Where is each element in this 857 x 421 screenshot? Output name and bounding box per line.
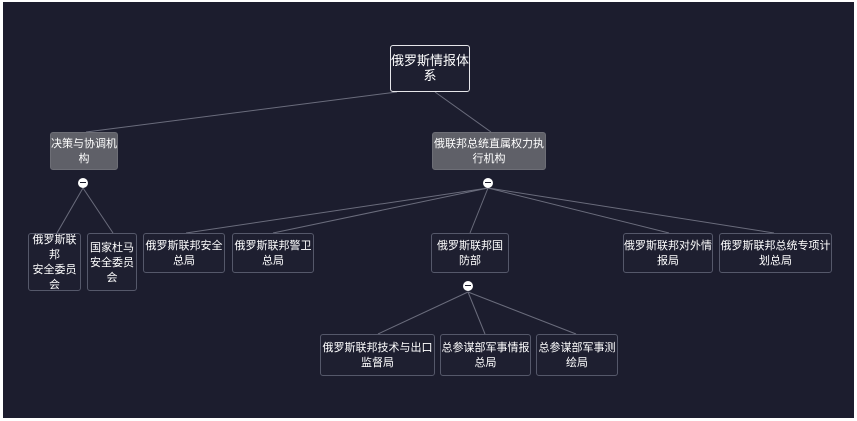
edge-decision-security-council xyxy=(56,187,84,234)
edge-defense-topography xyxy=(467,291,577,335)
node-duma-security-committee[interactable]: 国家杜马 安全委员会 xyxy=(87,233,137,291)
edge-executive-fsb xyxy=(185,187,489,234)
root-node[interactable]: 俄罗斯情报体系 xyxy=(390,45,470,92)
node-security-council[interactable]: 俄罗斯联邦 安全委员会 xyxy=(28,233,81,291)
edge-defense-export-control xyxy=(377,291,469,335)
node-export-control[interactable]: 俄罗斯联邦技术与出口监督局 xyxy=(320,334,435,376)
edge-executive-fso xyxy=(272,187,489,234)
node-svr[interactable]: 俄罗斯联邦对外情报局 xyxy=(623,233,713,273)
executive-collapse-toggle[interactable] xyxy=(483,178,493,188)
node-fso[interactable]: 俄罗斯联邦警卫总局 xyxy=(232,233,314,273)
node-topography[interactable]: 总参谋部军事测绘局 xyxy=(536,334,618,376)
node-fsb[interactable]: 俄罗斯联邦安全总局 xyxy=(143,233,225,273)
group-executive-node[interactable]: 俄联邦总统直属权力执行机构 xyxy=(432,132,546,170)
node-defense-ministry[interactable]: 俄罗斯联邦国防部 xyxy=(431,233,509,273)
edge-defense-gru xyxy=(467,291,486,335)
decision-collapse-toggle[interactable] xyxy=(78,178,88,188)
group-decision-node[interactable]: 决策与协调机构 xyxy=(50,132,118,170)
edge-decision-duma-committee xyxy=(82,187,114,234)
edge-executive-svr xyxy=(487,187,670,234)
defense-collapse-toggle[interactable] xyxy=(463,281,473,291)
edge-layer xyxy=(56,91,775,335)
node-guspp[interactable]: 俄罗斯联邦总统专项计划总局 xyxy=(719,233,832,273)
node-gru[interactable]: 总参谋部军事情报总局 xyxy=(440,334,531,376)
edge-root-decision xyxy=(85,91,398,133)
mind-map-canvas: 俄罗斯情报体系 决策与协调机构 俄联邦总统直属权力执行机构 俄罗斯联邦 安全委员… xyxy=(3,2,854,418)
edge-executive-guspp xyxy=(487,187,775,234)
edge-root-executive xyxy=(434,91,492,133)
edge-executive-defense xyxy=(469,187,489,234)
